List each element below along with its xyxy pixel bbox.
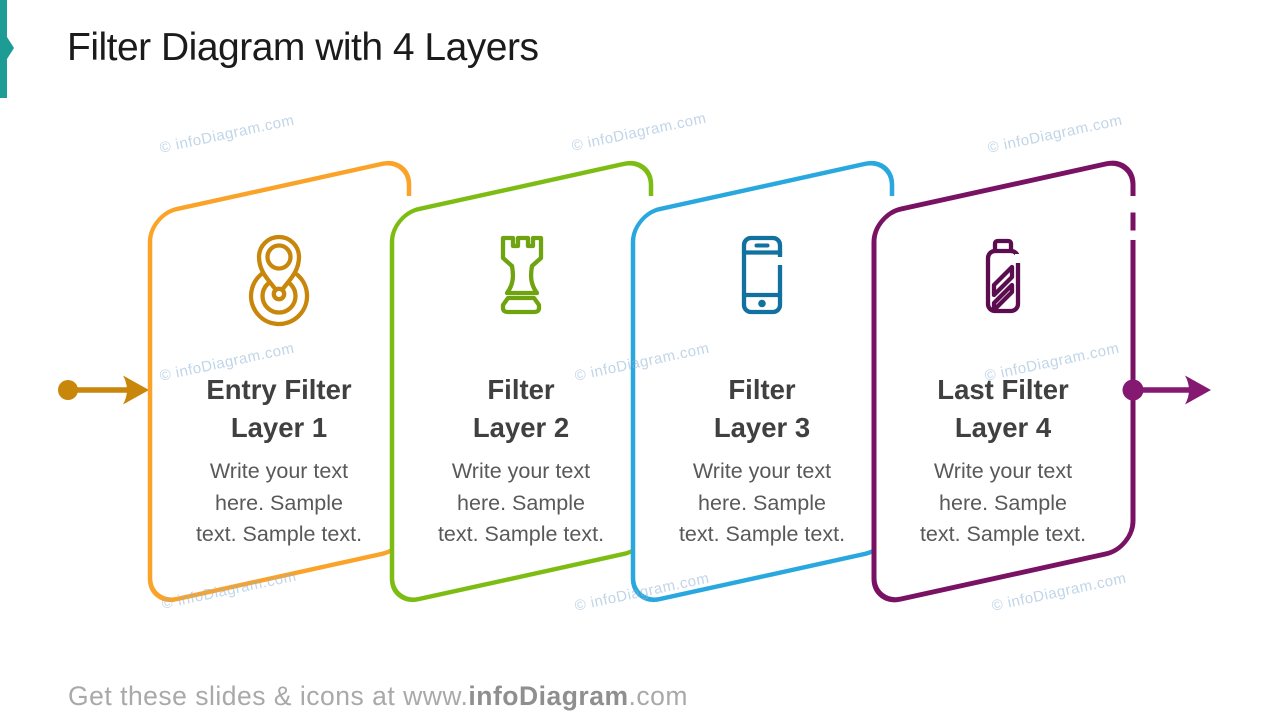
card-3-title: Filter Layer 3 (713, 374, 811, 443)
footer-brand: infoDiagram (468, 681, 629, 711)
entry-arrow-dot (58, 380, 78, 400)
footer-suffix: .com (628, 681, 688, 711)
entry-arrow-head (123, 375, 149, 405)
footer-credit: Get these slides & icons at www.infoDiag… (68, 681, 688, 712)
card-3-body: Write your text here. Sample text. Sampl… (678, 459, 846, 546)
slide-accent-tab (0, 0, 14, 98)
location-pin-radar-icon (229, 225, 329, 329)
card-2-title: Filter Layer 2 (472, 374, 570, 443)
battery-icon (953, 225, 1053, 329)
card-3-panel: Filter Layer 3 Write your text here. Sam… (652, 225, 872, 551)
exit-arrow (1122, 375, 1211, 405)
card-2-body: Write your text here. Sample text. Sampl… (437, 459, 605, 546)
card-4-body: Write your text here. Sample text. Sampl… (919, 459, 1087, 546)
chess-rook-icon (471, 225, 571, 329)
exit-arrow-dot (1122, 379, 1144, 401)
card-1-body: Write your text here. Sample text. Sampl… (195, 459, 363, 546)
smartphone-icon (712, 225, 812, 329)
card-1-title: Entry Filter Layer 1 (206, 374, 352, 443)
card-4-title: Last Filter Layer 4 (937, 374, 1069, 443)
accent-arrow-shape (0, 0, 14, 98)
page-title: Filter Diagram with 4 Layers (67, 26, 539, 69)
footer-prefix: Get these slides & icons at www. (68, 681, 469, 711)
card-4-panel: Last Filter Layer 4 Write your text here… (893, 225, 1113, 551)
card-1-panel: Entry Filter Layer 1 Write your text her… (169, 225, 389, 551)
card-4-outline (871, 160, 1136, 603)
exit-arrow-head (1185, 375, 1211, 405)
entry-arrow (58, 375, 149, 405)
card-2-panel: Filter Layer 2 Write your text here. Sam… (411, 225, 631, 551)
